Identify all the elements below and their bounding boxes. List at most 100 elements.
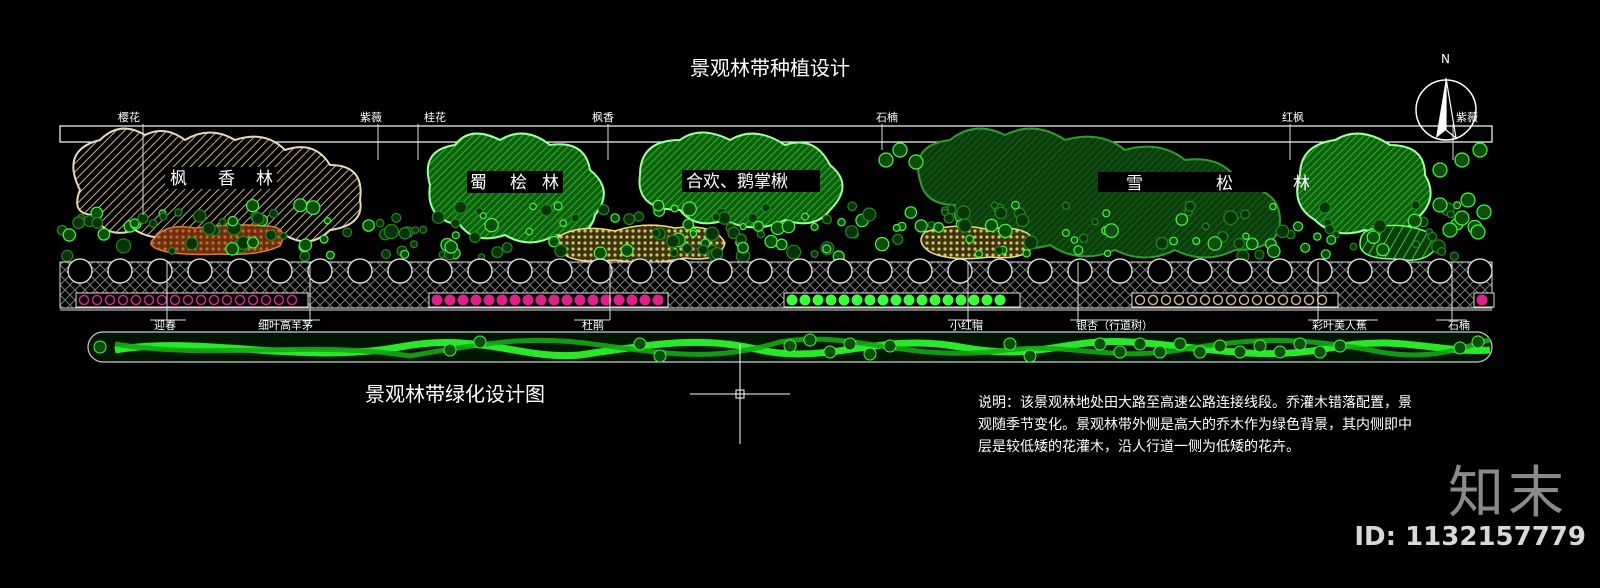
- shrub-dot: [914, 219, 928, 233]
- label-caiyemeirenjiao: 彩叶美人蕉: [1312, 319, 1367, 332]
- shrub-dot: [727, 226, 740, 240]
- street-tree: [147, 258, 173, 284]
- shrub-dot: [1366, 230, 1381, 244]
- flower-dujuan-plant: [587, 294, 599, 306]
- note-line-2: 观随季节变化。景观林带外侧是高大的乔木作为绿色背景，其内侧即中: [978, 417, 1412, 433]
- shrub-ball: [1442, 222, 1458, 238]
- wave-shrub: [863, 347, 877, 361]
- note-line-1: 说明：该景观林地处田大路至高速公路连接线段。乔灌木错落配置，景: [978, 395, 1412, 411]
- wave-shrub: [1293, 337, 1307, 351]
- shrub-dot: [323, 217, 332, 225]
- street-tree: [867, 258, 893, 284]
- street-tree: [747, 258, 773, 284]
- shrub-dot: [293, 198, 308, 213]
- street-tree: [1427, 258, 1453, 284]
- wave-shrub: [653, 349, 667, 363]
- shrub-dot: [710, 247, 724, 260]
- shrub-ball: [1432, 162, 1448, 178]
- flower-yingchun-plant: [208, 294, 220, 306]
- flower-yingchun-plant: [156, 294, 168, 306]
- shrub-dot: [559, 219, 568, 228]
- flower-xiaohongmao-plant: [864, 294, 876, 306]
- shrub-dot: [786, 244, 802, 260]
- shrub-dot: [892, 233, 904, 245]
- shrub-dot: [1061, 228, 1070, 237]
- shrub-dot: [218, 218, 227, 227]
- shrub-dot: [185, 237, 199, 251]
- label-hongfeng: 红枫: [1282, 110, 1304, 124]
- street-tree: [307, 258, 333, 284]
- shrub-dot: [610, 213, 620, 223]
- shrub-dot: [1300, 242, 1311, 253]
- flower-dujuan-plant: [574, 294, 586, 306]
- shrub-dot: [810, 250, 819, 259]
- shrub-dot: [990, 201, 999, 210]
- flower-yingchun-plant: [247, 294, 259, 306]
- note-line-3: 层是较低矮的花灌木，沿人行道一侧为低矮的花卉。: [978, 439, 1300, 455]
- flower-xiaohongmao-plant: [799, 294, 811, 306]
- zone-shugui-2: 桧: [510, 173, 527, 193]
- flower-meirenjiao-plant: [1238, 294, 1250, 306]
- shrub-dot: [598, 203, 610, 216]
- flower-xiaohongmao-plant: [890, 294, 902, 306]
- shrub-ball: [1454, 210, 1470, 226]
- flower-xiaohongmao-plant: [851, 294, 863, 306]
- flower-yingchun-plant: [221, 294, 233, 306]
- zone-xuesong-1: 雪: [1126, 174, 1143, 194]
- shrub-dot: [1407, 213, 1422, 228]
- shrub-dot: [192, 209, 207, 223]
- shrub-dot: [1372, 219, 1387, 233]
- flower-dujuan-plant: [626, 294, 638, 306]
- shrub-dot: [1169, 236, 1178, 246]
- flower-yingchun-plant: [78, 294, 90, 306]
- shrub-dot: [159, 212, 168, 221]
- shrub-dot: [957, 218, 972, 233]
- label-ziwei-2: 紫薇: [1456, 111, 1478, 124]
- shrub-dot: [411, 226, 420, 235]
- shrub-ball: [878, 152, 894, 168]
- flower-dujuan-plant: [483, 294, 495, 306]
- shrub-yellow-1: [554, 224, 726, 264]
- shrub-dot: [247, 236, 260, 249]
- shrub-dot: [775, 238, 788, 251]
- flower-dujuan-plant: [600, 294, 612, 306]
- shrub-dot: [1275, 224, 1290, 239]
- flower-xiaohongmao-plant: [916, 294, 928, 306]
- shrub-dot: [1269, 202, 1277, 211]
- shrub-dot: [1103, 249, 1112, 258]
- shrub-dot: [620, 244, 634, 258]
- shrub-dot: [362, 219, 375, 232]
- street-tree: [187, 258, 213, 284]
- wave-shrub: [1193, 345, 1207, 359]
- shrub-dot: [1254, 249, 1265, 260]
- street-tree: [427, 258, 453, 284]
- label-xiaohongmao: 小红帽: [950, 319, 983, 332]
- shrub-dot: [1349, 242, 1358, 251]
- street-tree: [1267, 258, 1293, 284]
- flower-meirenjiao-plant: [1160, 294, 1172, 306]
- brand-watermark: 知末: [1448, 461, 1568, 526]
- shrub-dot: [1061, 201, 1071, 210]
- shrub-dot: [381, 249, 392, 260]
- shrub-dot: [822, 244, 832, 254]
- flower-yingchun-plant: [143, 294, 155, 306]
- flower-meirenjiao-plant: [1277, 294, 1289, 306]
- street-tree: [707, 258, 733, 284]
- label-xiyegaoyangmao: 细叶高羊茅: [258, 318, 313, 332]
- shrub-dot: [251, 211, 265, 225]
- wave-shrub: [443, 343, 457, 357]
- shrub-dot: [1091, 217, 1099, 226]
- shrub-ball: [1470, 224, 1486, 240]
- shrub-dot: [681, 201, 697, 217]
- shrub-dot: [342, 227, 353, 238]
- drawing-title: 景观林带绿化设计图: [365, 382, 545, 406]
- street-tree: [547, 258, 573, 284]
- zone-xuesong-3: 林: [1293, 174, 1310, 194]
- shrub-dot: [711, 212, 721, 222]
- shrub-dot: [1242, 232, 1250, 240]
- shrub-dot: [752, 220, 764, 232]
- shrub-ball: [1454, 152, 1470, 168]
- shrub-ball: [1476, 204, 1492, 220]
- flower-yingchun-plant: [286, 294, 298, 306]
